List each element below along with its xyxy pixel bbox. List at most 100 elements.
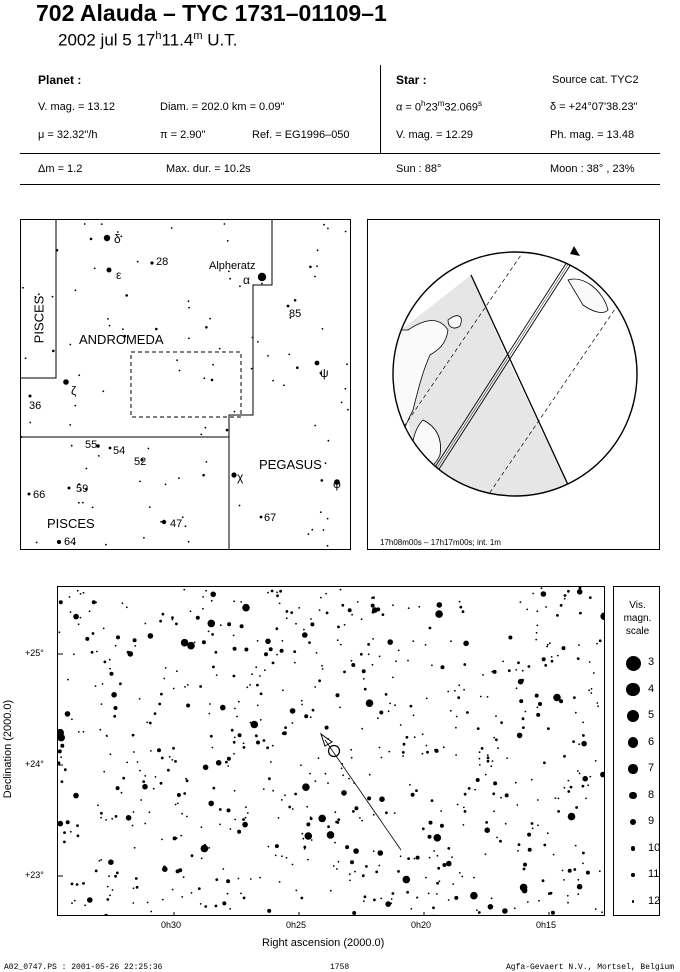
japan-island — [447, 315, 462, 329]
field-star — [413, 736, 416, 739]
map-star — [320, 372, 322, 375]
field-star — [484, 827, 491, 833]
ra-m-sup: m — [437, 99, 445, 108]
field-star — [491, 760, 494, 762]
field-star — [385, 901, 392, 907]
field-star — [354, 870, 356, 873]
field-star — [513, 907, 516, 910]
field-star — [372, 850, 375, 852]
scale-label-7: 7 — [648, 762, 655, 774]
field-star — [372, 596, 375, 599]
field-star — [463, 663, 467, 666]
field-star — [546, 643, 549, 646]
field-star — [334, 811, 337, 814]
field-star — [142, 780, 146, 783]
field-star — [199, 903, 202, 905]
field-star — [485, 821, 488, 824]
field-star — [381, 613, 385, 616]
field-star — [487, 904, 494, 910]
field-star — [153, 712, 157, 715]
star-label-alpha: α — [243, 273, 250, 287]
field-star — [329, 889, 332, 892]
field-star — [242, 896, 246, 900]
field-star — [193, 641, 196, 644]
field-star — [222, 868, 225, 870]
field-star — [233, 752, 235, 755]
field-star — [492, 669, 497, 674]
field-star — [439, 823, 444, 828]
field-star — [561, 869, 564, 872]
field-star — [272, 789, 274, 792]
field-star — [232, 740, 236, 744]
field-star — [578, 644, 580, 646]
field-star — [597, 705, 599, 707]
field-star — [315, 652, 318, 654]
field-star — [484, 853, 487, 856]
field-star — [389, 702, 391, 705]
field-star — [421, 752, 424, 755]
star-chart — [57, 586, 605, 916]
source-catalog: Source cat. TYC2 — [552, 74, 639, 86]
map-star — [204, 426, 207, 429]
field-star — [259, 719, 262, 721]
field-star — [526, 901, 529, 903]
field-star — [302, 632, 308, 638]
map-star — [346, 363, 348, 366]
field-star — [399, 724, 402, 726]
field-star — [418, 605, 421, 608]
field-star — [125, 606, 128, 609]
field-star — [171, 888, 174, 891]
star-epsilon-dot — [106, 267, 112, 273]
field-star — [133, 751, 135, 753]
map-star — [261, 282, 263, 285]
map-star — [321, 328, 324, 330]
field-star — [493, 781, 498, 786]
field-star — [236, 715, 238, 718]
field-star — [144, 775, 147, 777]
field-star — [232, 646, 237, 651]
field-star — [70, 882, 74, 886]
field-star — [495, 715, 497, 717]
map-star — [148, 506, 151, 508]
star-ra: α = 0h23m32.069s — [396, 99, 482, 114]
field-star — [242, 746, 246, 749]
field-star — [109, 753, 112, 756]
field-star — [249, 721, 252, 724]
field-star — [600, 771, 604, 778]
field-star — [267, 845, 270, 848]
field-star — [379, 796, 385, 802]
field-star — [172, 687, 175, 690]
footer-company: Agfa-Gevaert N.V., Mortsel, Belgium — [506, 963, 675, 972]
field-star — [425, 744, 428, 747]
field-star — [276, 591, 278, 594]
field-star — [567, 812, 576, 821]
field-star — [267, 908, 272, 913]
field-star — [567, 779, 570, 782]
field-star — [550, 910, 555, 915]
field-star — [211, 746, 214, 749]
field-star — [380, 756, 383, 759]
field-star — [402, 755, 404, 757]
field-star — [367, 796, 372, 801]
map-star — [55, 249, 59, 252]
field-star — [500, 721, 503, 724]
field-star — [262, 739, 266, 742]
field-star — [573, 868, 577, 871]
field-star — [478, 757, 481, 760]
field-star — [73, 653, 75, 656]
ra-min: 23 — [425, 101, 438, 114]
map-star — [344, 387, 347, 390]
map-star — [35, 541, 38, 544]
field-star — [582, 851, 585, 855]
field-star — [138, 698, 141, 700]
map-star — [120, 235, 123, 238]
field-star — [163, 865, 166, 869]
y-axis-label: Declination (2000.0) — [2, 699, 14, 799]
background-stars — [21, 223, 349, 547]
field-star — [277, 817, 280, 819]
minutes-text: 11.4 — [161, 30, 194, 50]
field-star — [507, 669, 511, 673]
field-star — [458, 872, 461, 874]
map-star — [164, 483, 167, 486]
field-star — [207, 630, 210, 633]
